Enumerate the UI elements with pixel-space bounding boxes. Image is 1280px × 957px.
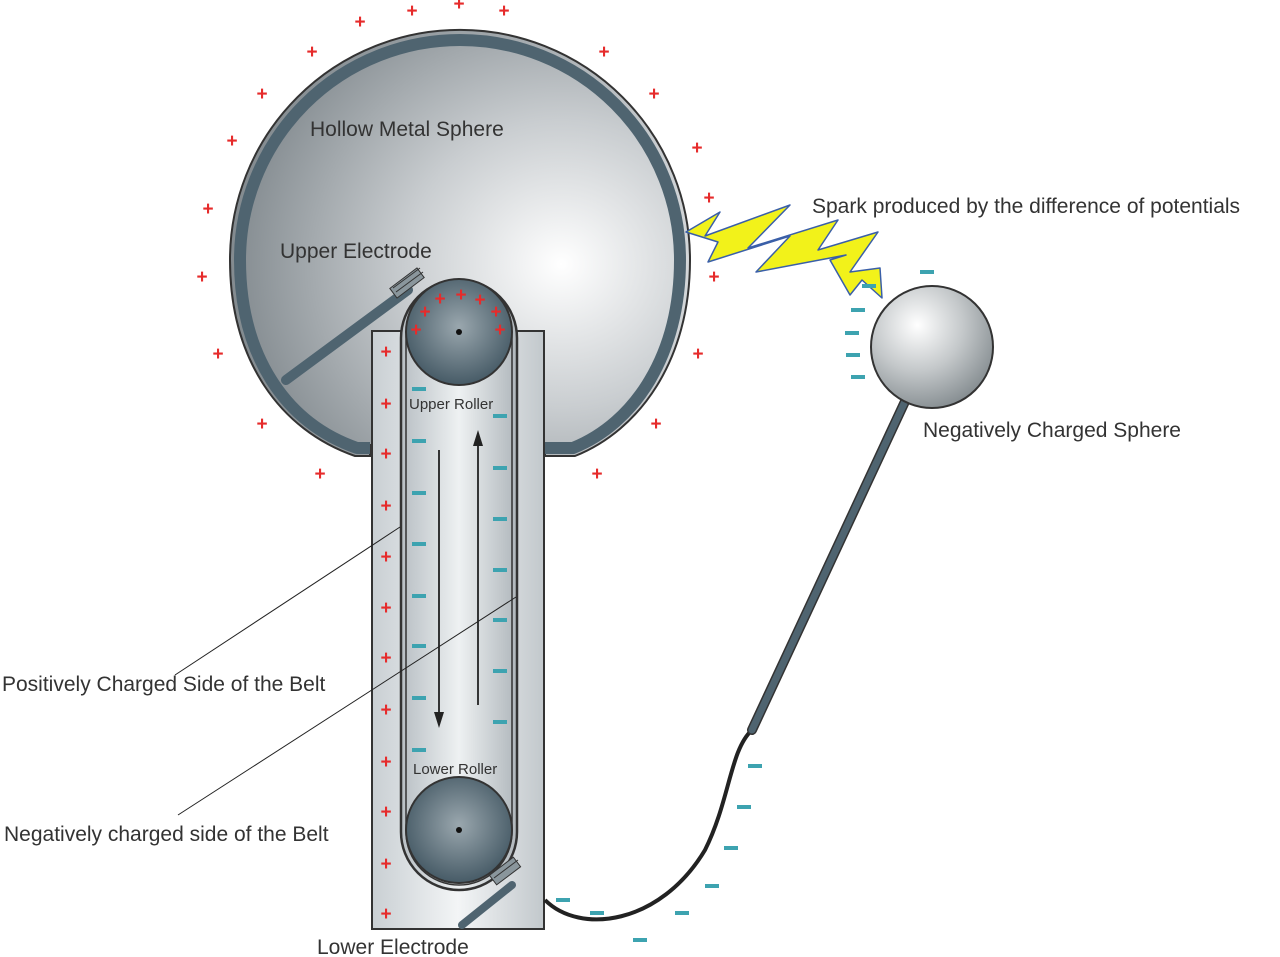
negative-charge-icon (633, 938, 647, 942)
negative-charge-icon (493, 720, 507, 724)
spark-icon (685, 204, 883, 299)
negative-charge-icon (412, 594, 426, 598)
positive-charge-icon: + (703, 188, 714, 209)
negative-charge-icon (493, 618, 507, 622)
negative-charge-icon (493, 669, 507, 673)
label-upper-roller: Upper Roller (409, 396, 493, 413)
positive-charge-icon: + (354, 12, 365, 33)
positive-charge-icon: + (474, 290, 485, 311)
negative-charge-icon (493, 568, 507, 572)
positive-charge-icon: + (314, 464, 325, 485)
arrow-down (434, 450, 444, 728)
positive-charge-icon: + (498, 1, 509, 22)
positive-charge-icon: + (410, 320, 421, 341)
negative-charge-icon (748, 764, 762, 768)
negative-charge-icon (412, 748, 426, 752)
negative-charge-icon (862, 284, 876, 288)
sphere-rim (234, 34, 686, 454)
positive-charge-icon: + (648, 84, 659, 105)
positive-charge-icon: + (453, 0, 464, 15)
positive-charge-icon: + (708, 267, 719, 288)
upper-electrode-brush (389, 267, 425, 299)
positive-charge-icon: + (380, 904, 391, 925)
positive-charge-icon: + (406, 1, 417, 22)
label-lower-roller: Lower Roller (413, 761, 497, 778)
positive-charge-icon: + (202, 199, 213, 220)
positive-charge-icon: + (691, 138, 702, 159)
positive-charge-icon: + (494, 320, 505, 341)
negative-charge-icon (412, 542, 426, 546)
positive-charge-icon: + (212, 344, 223, 365)
positive-charge-icon: + (692, 344, 703, 365)
label-spark: Spark produced by the difference of pote… (812, 195, 1240, 218)
positive-charge-icon: + (380, 496, 391, 517)
ground-wire (543, 728, 754, 922)
positive-charge-icon: + (380, 444, 391, 465)
negative-charge-icon (675, 911, 689, 915)
positive-charge-icon: + (380, 598, 391, 619)
positive-charge-icon: + (598, 42, 609, 63)
positive-charge-icon: + (380, 648, 391, 669)
arrow-up (473, 430, 483, 705)
negative-charge-icon (920, 270, 934, 274)
positive-charge-icon: + (256, 414, 267, 435)
negative-charge-icon (737, 805, 751, 809)
positive-charge-icon: + (380, 802, 391, 823)
negative-charge-icon (493, 414, 507, 418)
negative-charge-icon (412, 439, 426, 443)
positive-charge-icon: + (380, 547, 391, 568)
support-rod-fill (748, 391, 912, 734)
label-negative-belt-side: Negatively charged side of the Belt (4, 823, 329, 846)
lower-roller-axle (456, 827, 462, 833)
label-negatively-charged-sphere: Negatively Charged Sphere (923, 419, 1181, 442)
positive-charge-icon: + (380, 394, 391, 415)
negative-charge-icon (590, 911, 604, 915)
positive-charge-icon: + (380, 342, 391, 363)
label-lower-electrode: Lower Electrode (317, 936, 469, 957)
positive-charge-icon: + (380, 752, 391, 773)
hollow-metal-sphere (228, 29, 692, 457)
positive-charge-icon: + (434, 289, 445, 310)
negative-charge-icon (412, 491, 426, 495)
negative-charge-icon (412, 696, 426, 700)
upper-electrode-bar (281, 285, 413, 385)
label-positive-belt-side: Positively Charged Side of the Belt (2, 673, 326, 696)
negatively-charged-sphere (870, 285, 994, 409)
positive-charge-icon: + (380, 700, 391, 721)
positive-charge-icon: + (256, 84, 267, 105)
label-upper-electrode: Upper Electrode (280, 240, 432, 263)
negative-charge-icon (724, 846, 738, 850)
negative-charge-icon (556, 898, 570, 902)
negative-charge-icon (851, 308, 865, 312)
positive-charge-icon: + (380, 854, 391, 875)
positive-charge-icon: + (650, 414, 661, 435)
positive-charge-icon: + (490, 302, 501, 323)
negative-charge-icon (851, 375, 865, 379)
negative-charge-icon (412, 387, 426, 391)
negative-charge-icon (845, 331, 859, 335)
positive-charge-icon: + (455, 285, 466, 306)
negative-charge-icon (493, 517, 507, 521)
negative-charge-icon (705, 884, 719, 888)
label-hollow-metal-sphere: Hollow Metal Sphere (310, 118, 504, 141)
upper-roller-axle (456, 329, 462, 335)
lower-electrode (458, 856, 522, 929)
negative-charge-icon (412, 644, 426, 648)
positive-charge-icon: + (196, 267, 207, 288)
positive-charge-icon: + (306, 42, 317, 63)
leader-negative-belt (177, 596, 517, 816)
leader-positive-belt (174, 526, 401, 676)
positive-charge-icon: + (226, 131, 237, 152)
negative-charge-icon (846, 353, 860, 357)
positive-charge-icon: + (591, 464, 602, 485)
positive-charge-icon: + (419, 302, 430, 323)
negative-charge-icon (493, 466, 507, 470)
